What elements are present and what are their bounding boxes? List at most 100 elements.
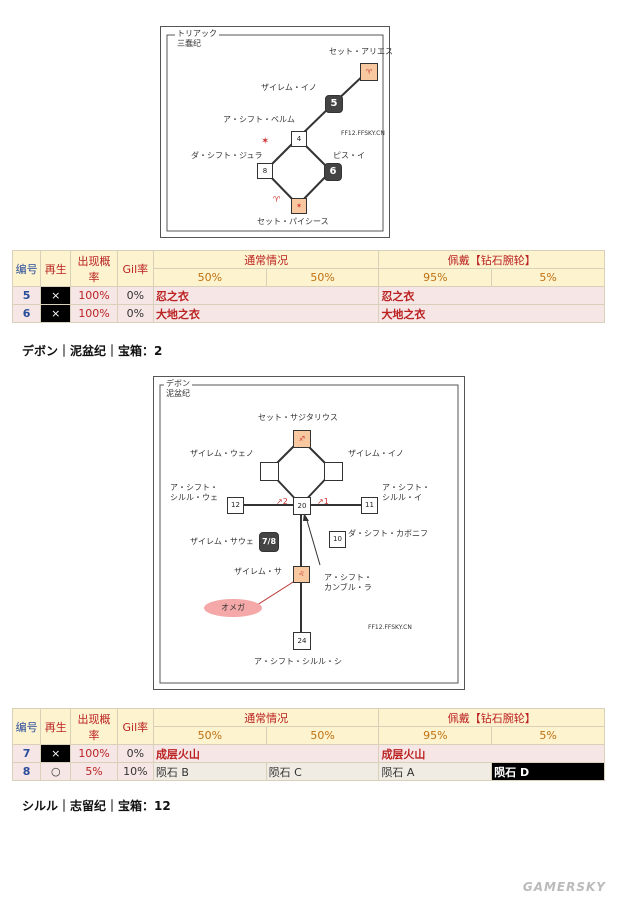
row-equip-item: 忍之衣 bbox=[378, 286, 605, 305]
label-kabonifu: ダ・シフト・カボニフ bbox=[348, 529, 428, 538]
tile-aries: ♈ bbox=[360, 63, 378, 81]
table-row: 5 × 100% 0% 忍之衣 忍之衣 bbox=[11, 286, 605, 305]
row-item-c1: 陨石 B bbox=[152, 762, 267, 781]
section-heading-devonian: デボン｜泥盆纪｜宝箱：2 bbox=[22, 344, 163, 358]
mark-red-1: ↗1 bbox=[317, 497, 329, 506]
label-shiruru-i: ア・シフト・ シルル・イ bbox=[382, 483, 430, 502]
label-pisces: セット・パイシース bbox=[257, 217, 329, 226]
label-kanpuru: ア・シフト・ カンブル・ラ bbox=[324, 573, 372, 592]
label-pisui: ピス・イ bbox=[333, 151, 365, 160]
row-equip-item: 大地之衣 bbox=[378, 304, 605, 323]
row-rate: 5% bbox=[70, 762, 118, 781]
label-ueno: ザイレム・ウェノ bbox=[190, 449, 254, 458]
row-regen: × bbox=[40, 286, 72, 305]
header-normal: 通常情况 bbox=[152, 708, 380, 727]
header-equip: 佩戴【钻石腕轮】 bbox=[378, 708, 605, 727]
map1-title: トリアック 三蠢纪 bbox=[175, 29, 219, 49]
row-regen: ○ bbox=[40, 762, 72, 781]
tile-11: 11 bbox=[361, 497, 378, 514]
omega-marker: オメガ bbox=[204, 599, 262, 617]
row-rate: 100% bbox=[70, 304, 118, 323]
label-aries: セット・アリエス bbox=[329, 47, 393, 56]
row-item-c2: 陨石 C bbox=[265, 762, 380, 781]
table-row: 6 × 100% 0% 大地之衣 大地之衣 bbox=[11, 304, 605, 323]
row-normal-item: 大地之衣 bbox=[152, 304, 380, 323]
table-row: 8 ○ 5% 10% 陨石 B 陨石 C 陨石 A 陨石 D bbox=[11, 762, 605, 781]
header-equip: 佩戴【钻石腕轮】 bbox=[378, 250, 605, 269]
tile-4: 4 bbox=[291, 131, 307, 147]
map2-title-line2: 泥盆纪 bbox=[166, 389, 190, 398]
header-gil: Gil率 bbox=[116, 250, 154, 287]
table-row: 7 × 100% 0% 成层火山 成层火山 bbox=[11, 744, 605, 763]
row-normal-item: 成层火山 bbox=[152, 744, 380, 763]
row-gil: 0% bbox=[116, 744, 154, 763]
sub-percent: 50% bbox=[265, 726, 380, 745]
tile-5: 5 bbox=[325, 95, 343, 113]
row-gil: 0% bbox=[116, 304, 154, 323]
label-sagittarius: セット・サジタリウス bbox=[258, 413, 338, 422]
row-num: 7 bbox=[11, 744, 42, 763]
map-triassic: トリアック 三蠢纪 セット・アリエス ♈ ザイレム・イノ 5 ア・シフト・ベルム… bbox=[160, 26, 393, 238]
map1-title-line1: トリアック bbox=[177, 29, 217, 38]
tile-10: 10 bbox=[329, 531, 346, 548]
map2-title: デボン 泥盆纪 bbox=[164, 379, 192, 399]
omega-label: オメガ bbox=[221, 603, 245, 612]
label-saue: ザイレム・サウェ bbox=[190, 537, 254, 546]
label-site1: FF12.FFSKY.CN bbox=[341, 130, 385, 137]
sub-percent: 5% bbox=[491, 268, 605, 287]
row-equip-item: 成层火山 bbox=[378, 744, 605, 763]
row-item-c4: 陨石 D bbox=[491, 762, 605, 781]
row-regen: × bbox=[40, 304, 72, 323]
sub-percent: 50% bbox=[152, 726, 267, 745]
label-sa: ザイレム・サ bbox=[234, 567, 282, 576]
map1-title-line2: 三蠢纪 bbox=[177, 39, 201, 48]
tile-7-8: 7/8 bbox=[259, 532, 279, 552]
label-ino2: ザイレム・イノ bbox=[348, 449, 404, 458]
header-normal: 通常情况 bbox=[152, 250, 380, 269]
sub-percent: 5% bbox=[491, 726, 605, 745]
header-regen: 再生 bbox=[40, 708, 72, 745]
map-devonian: デボン 泥盆纪 セット・サジタリウス ♐ ザイレム・ウェノ ザイレム・イノ ア・… bbox=[153, 376, 465, 690]
mark-red-star: ✶ bbox=[261, 136, 270, 147]
sub-percent: 95% bbox=[378, 726, 493, 745]
tile-sagittarius: ♐ bbox=[293, 430, 311, 448]
mark-red-pisces: ♈ bbox=[273, 195, 281, 204]
tile-ueno bbox=[260, 462, 279, 481]
header-rate: 出现概率 bbox=[70, 708, 118, 745]
row-num: 6 bbox=[11, 304, 42, 323]
map2-title-line1: デボン bbox=[166, 379, 190, 388]
treasure-table-2: 编号 再生 出现概率 Gil率 通常情况 佩戴【钻石腕轮】 50% 50% 95… bbox=[11, 708, 605, 781]
header-rate: 出现概率 bbox=[70, 250, 118, 287]
tile-20: 20 bbox=[293, 497, 311, 515]
sub-percent: 50% bbox=[265, 268, 380, 287]
row-gil: 10% bbox=[116, 762, 154, 781]
row-rate: 100% bbox=[70, 744, 118, 763]
mark-red-2: ↗2 bbox=[276, 497, 288, 506]
tile-24: 24 bbox=[293, 632, 311, 650]
row-normal-item: 忍之衣 bbox=[152, 286, 380, 305]
label-ino: ザイレム・イノ bbox=[261, 83, 317, 92]
section-heading-silurian: シルル｜志留纪｜宝箱：12 bbox=[22, 799, 171, 813]
sub-percent: 50% bbox=[152, 268, 267, 287]
tile-12: 12 bbox=[227, 497, 244, 514]
label-berum: ア・シフト・ベルム bbox=[223, 115, 295, 124]
tile-8: 8 bbox=[257, 163, 273, 179]
header-regen: 再生 bbox=[40, 250, 72, 287]
tile-pisces: ✶ bbox=[291, 198, 307, 214]
label-shiruru-shi: ア・シフト・シルル・シ bbox=[254, 657, 342, 666]
row-item-c3: 陨石 A bbox=[378, 762, 493, 781]
header-num: 编号 bbox=[11, 708, 42, 745]
label-jura: ダ・シフト・ジュラ bbox=[191, 151, 263, 160]
tile-ino bbox=[324, 462, 343, 481]
row-gil: 0% bbox=[116, 286, 154, 305]
row-regen: × bbox=[40, 744, 72, 763]
label-shiruru-ue: ア・シフト・ シルル・ウェ bbox=[170, 483, 218, 502]
header-gil: Gil率 bbox=[116, 708, 154, 745]
header-num: 编号 bbox=[11, 250, 42, 287]
tile-6: 6 bbox=[324, 163, 342, 181]
row-num: 5 bbox=[11, 286, 42, 305]
label-site2: FF12.FFSKY.CN bbox=[368, 624, 412, 631]
row-num: 8 bbox=[11, 762, 42, 781]
watermark: GAMERSKY bbox=[522, 880, 606, 894]
row-rate: 100% bbox=[70, 286, 118, 305]
